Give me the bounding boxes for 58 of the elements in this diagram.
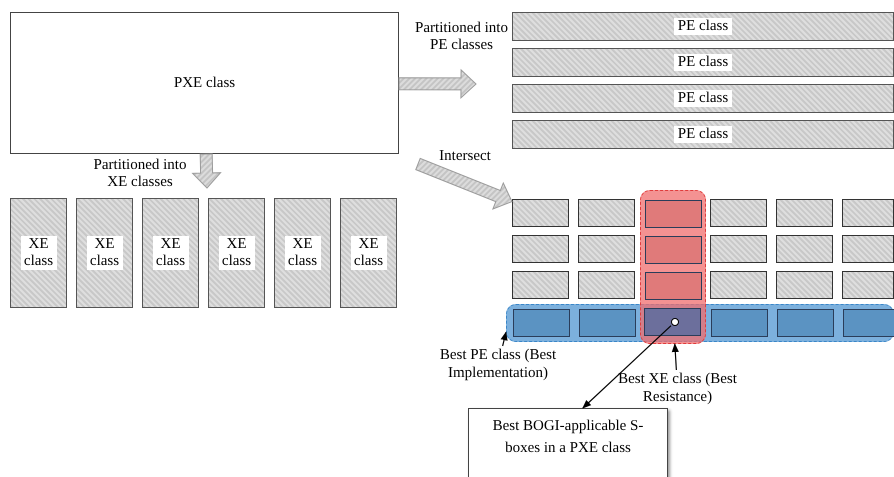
class-box (710, 271, 767, 299)
annotation-text: Best PE class (Best Implementation) (432, 346, 564, 384)
edge-label: Intersect (438, 148, 492, 165)
class-box (512, 48, 894, 77)
class-box (578, 235, 635, 263)
class-box (578, 271, 635, 299)
class-box (710, 235, 767, 263)
class-box (645, 200, 702, 228)
class-label: XE class (86, 236, 122, 270)
class-label: XE class (218, 236, 254, 270)
class-box (842, 199, 894, 227)
edge-label: Partitioned into XE classes (92, 157, 188, 191)
leader-arrow (672, 343, 679, 370)
class-box (10, 198, 67, 308)
class-box (512, 120, 894, 149)
class-box (710, 199, 767, 227)
class-label: PE class (674, 54, 732, 71)
class-box (842, 235, 894, 263)
class-box (776, 271, 833, 299)
class-label: XE class (152, 236, 188, 270)
result-box: Best BOGI-applicable S-boxes in a PXE class (468, 408, 668, 477)
edge-label: Partitioned into PE classes (414, 20, 509, 54)
class-box (512, 12, 894, 41)
class-box (843, 309, 894, 337)
class-box (776, 199, 833, 227)
class-box (644, 308, 701, 336)
class-box (777, 309, 834, 337)
class-box (842, 271, 894, 299)
class-box (512, 271, 569, 299)
block-arrow (191, 153, 222, 189)
class-label: PE class (674, 90, 732, 107)
point-marker (671, 318, 679, 326)
class-box (645, 236, 702, 264)
class-box (208, 198, 265, 308)
class-box (512, 199, 569, 227)
class-box (512, 84, 894, 113)
class-label: XE class (350, 236, 386, 270)
class-box (578, 199, 635, 227)
block-arrow (398, 68, 477, 100)
class-box (340, 198, 397, 308)
class-box (579, 309, 636, 337)
class-label: XE class (284, 236, 320, 270)
class-box: PXE class (10, 12, 399, 154)
class-label: PE class (674, 126, 732, 143)
class-label: PE class (674, 18, 732, 35)
block-arrow (415, 158, 513, 210)
class-label: XE class (20, 236, 56, 270)
leader-arrow (500, 331, 508, 346)
class-box (76, 198, 133, 308)
class-box (711, 309, 768, 337)
arrow (582, 325, 672, 409)
class-box (776, 235, 833, 263)
class-box (513, 309, 570, 337)
class-box (142, 198, 199, 308)
class-box (512, 235, 569, 263)
class-box (645, 272, 702, 300)
annotation-text: Best XE class (Best Resistance) (615, 370, 740, 408)
class-box (274, 198, 331, 308)
